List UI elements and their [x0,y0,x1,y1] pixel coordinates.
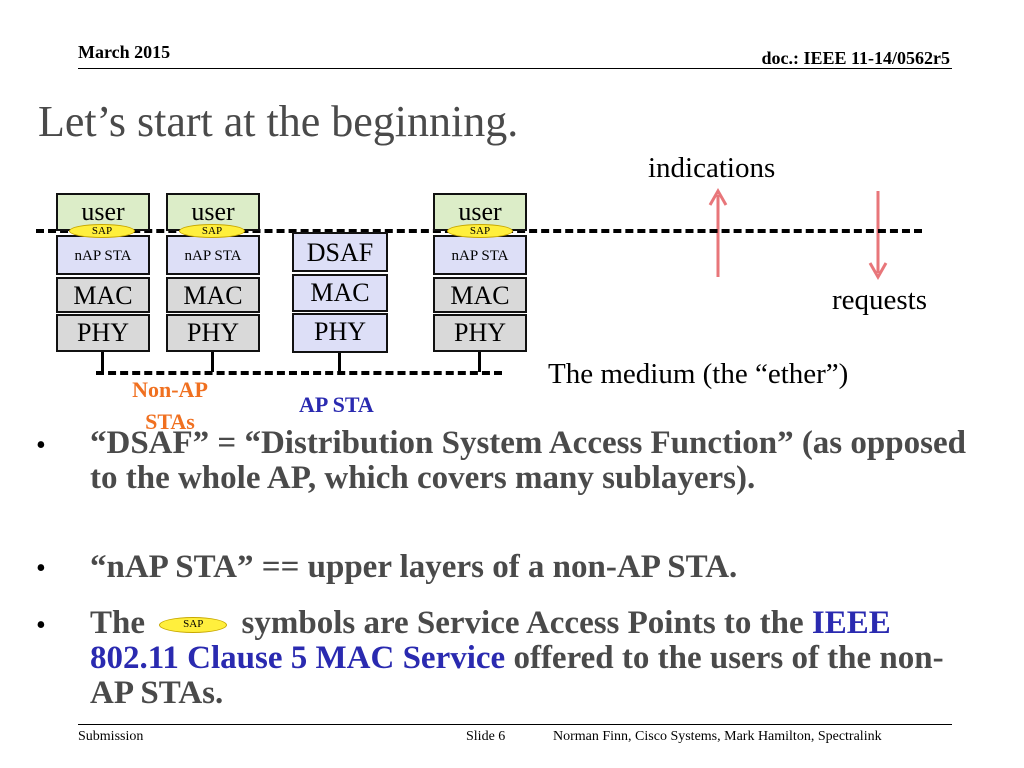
bullet-marker: • [36,553,46,584]
arrows-graphic [708,187,888,281]
mac-layer: MAC [56,277,150,313]
phy-layer: PHY [292,313,388,353]
phy-layer: PHY [166,314,260,352]
footer-authors: Norman Finn, Cisco Systems, Mark Hamilto… [553,729,882,744]
footer-submission: Submission [78,729,144,744]
mac-service-link[interactable]: IEEE 802.11 Clause 5 MAC Service [90,605,891,676]
medium-line [96,371,502,375]
slide-title: Let’s start at the beginning. [38,97,519,146]
ap-sta-label: AP STA [299,392,374,417]
phy-layer: PHY [433,314,527,352]
sap-icon: SAP [69,224,135,238]
bullet-sap-pre: The [90,605,146,641]
down-arrow-icon [868,191,888,281]
connector-line [338,353,341,372]
bullet-dsaf: “DSAF” = “Distribution System Access Fun… [90,425,966,496]
mac-layer: MAC [166,277,260,313]
nap-sta-layer: nAP STA [166,235,260,275]
medium-label: The medium (the “ether”) [548,358,849,390]
up-arrow-icon [708,187,728,277]
nap-sta-layer: nAP STA [56,235,150,275]
header-date: March 2015 [78,42,171,62]
footer-rule [78,724,952,725]
nap-sta-layer: nAP STA [433,235,527,275]
requests-label: requests [832,284,928,316]
bullet-marker: • [36,610,46,641]
header-rule [78,68,952,69]
sap-icon: SAP [447,224,513,238]
phy-layer: PHY [56,314,150,352]
footer-slide-number: Slide 6 [466,729,506,744]
connector-line [211,352,214,372]
sap-icon: SAP [159,617,228,633]
connector-line [478,352,481,372]
bullet-sap-post: offered to the users of the non-AP STAs. [90,640,944,711]
non-ap-stas-label: Non-AP STAs [132,377,208,434]
bullet-marker: • [36,430,46,461]
bullet-sap-mid: symbols are Service Access Points to the [241,605,804,641]
dsaf-layer: DSAF [292,232,388,272]
indications-label: indications [648,152,776,184]
bullet-sap: The SAP symbols are Service Access Point… [90,606,950,711]
connector-line [101,352,104,372]
bullet-nap-sta: “nAP STA” == upper layers of a non-AP ST… [90,549,738,585]
header-doc-id: doc.: IEEE 11-14/0562r5 [761,48,950,68]
sap-icon: SAP [179,224,245,238]
mac-layer: MAC [292,274,388,312]
mac-layer: MAC [433,277,527,313]
